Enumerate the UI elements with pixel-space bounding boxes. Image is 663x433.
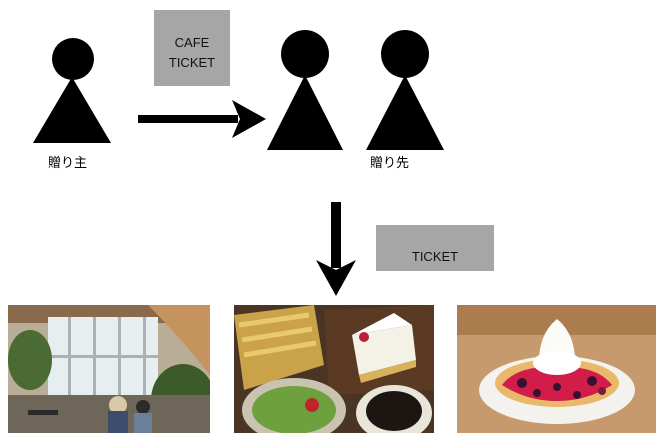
ticket-label: TICKET	[412, 249, 458, 264]
giver-head-icon	[52, 38, 94, 80]
recipient1-body-icon	[267, 75, 343, 150]
food-plate-photo	[234, 305, 434, 433]
right-arrow-icon	[136, 96, 268, 144]
down-arrow-icon	[312, 202, 360, 298]
cafe-ticket-line1: CAFE	[154, 33, 230, 53]
recipients-label: 贈り先	[370, 152, 409, 171]
cafe-ticket-line2: TICKET	[154, 53, 230, 73]
pancake-dessert-photo	[457, 305, 656, 433]
recipient2-body-icon	[366, 75, 444, 150]
cafe-interior-photo	[8, 305, 210, 433]
cafe-ticket-box: CAFE TICKET	[154, 10, 230, 86]
recipient1-head-icon	[281, 30, 329, 78]
recipient2-head-icon	[381, 30, 429, 78]
giver-label: 贈り主	[48, 152, 87, 171]
giver-body-icon	[33, 77, 111, 143]
ticket-box: TICKET	[376, 225, 494, 271]
